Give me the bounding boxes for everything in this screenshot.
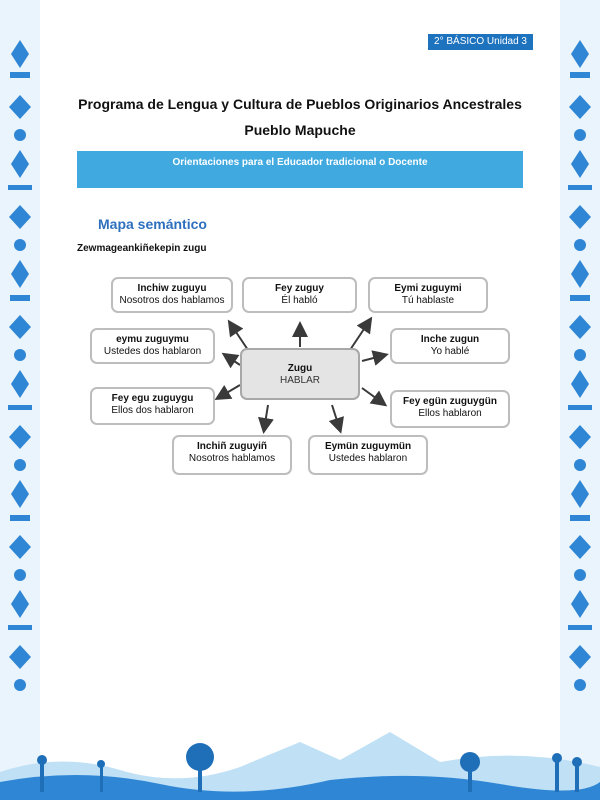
- map-node: Eymi zuguymi Tú hablaste: [368, 277, 488, 313]
- map-node: Fey egu zuguygu Ellos dos hablaron: [90, 387, 215, 425]
- arrow-to-eymu-zuguymu: [221, 352, 241, 369]
- footer-landscape-illustration: [0, 712, 600, 800]
- node-mapudungun: Inche zugun: [420, 334, 480, 345]
- arrow-to-inchin-zuguyin: [257, 404, 274, 434]
- center-mapudungun: Zugu: [287, 363, 313, 374]
- arrow-to-inchiw-zuguyu: [227, 319, 249, 351]
- node-spanish: Ustedes hablaron: [328, 453, 408, 464]
- node-mapudungun: Eymi zuguymi: [394, 283, 462, 294]
- grade-unit-badge: 2° BÁSICO Unidad 3: [428, 34, 533, 50]
- node-mapudungun: Eymün zuguymün: [324, 441, 412, 452]
- node-spanish: Nosotros hablamos: [188, 453, 276, 464]
- right-decorative-border: [560, 0, 600, 800]
- map-node: Eymün zuguymün Ustedes hablaron: [308, 435, 428, 475]
- node-mapudungun: Fey zuguy: [275, 283, 324, 294]
- section-heading: Mapa semántico: [98, 216, 207, 232]
- guidance-banner: Orientaciones para el Educador tradicion…: [77, 151, 523, 188]
- map-node: Fey zuguy Él habló: [242, 277, 357, 313]
- arrow-to-fey-egun-zuguygun: [361, 387, 388, 407]
- section-subtitle: Zewmageankiñekepin zugu: [77, 243, 207, 254]
- node-spanish: Ellos dos hablaron: [111, 405, 194, 416]
- node-spanish: Él habló: [281, 295, 318, 306]
- left-decorative-border: [0, 0, 40, 800]
- arrow-to-eymi-zuguymi: [349, 316, 373, 351]
- map-node: eymu zuguymu Ustedes dos hablaron: [90, 328, 215, 364]
- node-mapudungun: Inchiw zuguyu: [137, 283, 207, 294]
- arrow-to-fey-egu-zuguygu: [214, 384, 241, 401]
- node-spanish: Tú hablaste: [401, 295, 455, 306]
- node-mapudungun: Fey egün zuguygün: [403, 396, 497, 407]
- node-spanish: Nosotros dos hablamos: [119, 295, 225, 306]
- arrow-to-inche-zugun: [361, 350, 389, 366]
- node-spanish: Ellos hablaron: [418, 408, 482, 419]
- program-title: Programa de Lengua y Cultura de Pueblos …: [78, 96, 522, 112]
- node-mapudungun: Inchiñ zuguyiñ: [197, 441, 267, 452]
- center-spanish: HABLAR: [279, 375, 320, 386]
- map-node: Inchiw zuguyu Nosotros dos hablamos: [111, 277, 233, 313]
- guidance-banner-text: Orientaciones para el Educador tradicion…: [172, 157, 428, 168]
- node-mapudungun: Fey egu zuguygu: [111, 393, 194, 404]
- map-center-node: Zugu HABLAR: [240, 348, 360, 400]
- people-title: Pueblo Mapuche: [244, 122, 356, 138]
- map-node: Fey egün zuguygün Ellos hablaron: [390, 390, 510, 428]
- node-spanish: Yo hablé: [430, 346, 470, 357]
- node-mapudungun: eymu zuguymu: [116, 334, 189, 345]
- map-node: Inchiñ zuguyiñ Nosotros hablamos: [172, 435, 292, 475]
- node-spanish: Ustedes dos hablaron: [103, 346, 202, 357]
- arrow-to-eymun-zuguymun: [328, 404, 344, 434]
- map-node: Inche zugun Yo hablé: [390, 328, 510, 364]
